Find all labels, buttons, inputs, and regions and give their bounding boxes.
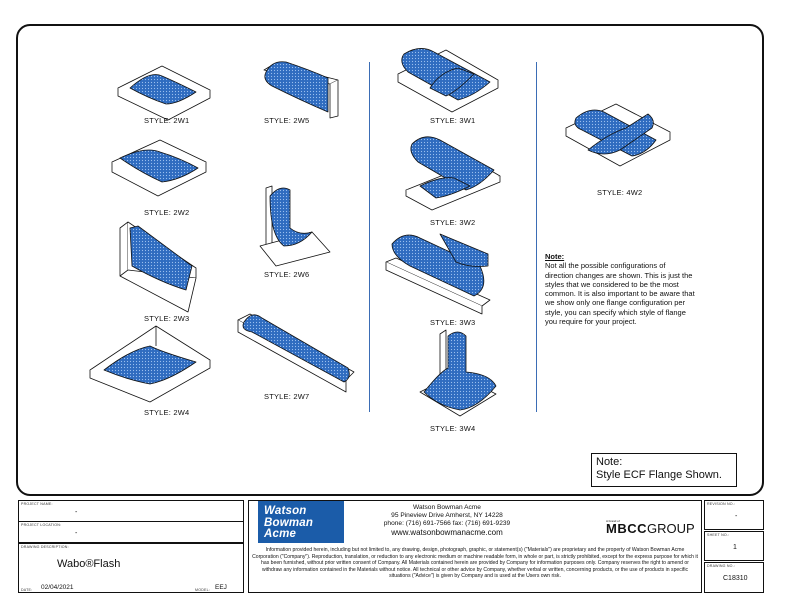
drawing-description-label: DRAWING DESCRIPTION:	[21, 545, 69, 549]
label-style-3w1: STYLE: 3W1	[430, 116, 476, 125]
project-location-box: PROJECT LOCATION: -	[18, 521, 244, 543]
label-style-2w3: STYLE: 2W3	[144, 314, 190, 323]
label-style-2w1: STYLE: 2W1	[144, 116, 190, 125]
project-location-label: PROJECT LOCATION:	[21, 523, 62, 527]
note-heading: Note:	[545, 252, 565, 261]
project-name-box: PROJECT NAME: -	[18, 500, 244, 522]
group-logo-text: GROUP	[647, 521, 695, 536]
company-street: 95 Pineview Drive Amherst, NY 14228	[391, 512, 503, 520]
company-website[interactable]: www.watsonbowmanacme.com	[391, 527, 503, 537]
configuration-note: Note: Not all the possible configuration…	[545, 252, 695, 326]
date-label: DATE:	[21, 588, 33, 592]
company-address: Watson Bowman Acme 95 Pineview Drive Amh…	[352, 504, 542, 537]
model-label: MODEL:	[195, 588, 210, 592]
style-3w2-figure	[405, 136, 501, 211]
flange-style-note: Note: Style ECF Flange Shown.	[591, 453, 737, 487]
column-divider-1	[369, 62, 370, 412]
project-name: -	[75, 509, 78, 516]
column-divider-2	[536, 62, 537, 412]
style-2w7-figure	[237, 313, 355, 393]
sheet-value: 1	[733, 544, 737, 551]
style-2w2-figure	[111, 139, 207, 197]
style-3w3-figure	[385, 233, 491, 315]
note-body: Not all the possible configurations of d…	[545, 261, 695, 327]
style-2w1-figure	[117, 65, 211, 121]
flange-note-line1: Note:	[596, 456, 623, 468]
style-4w2-figure	[565, 103, 671, 167]
group-tagline: A brand of	[606, 519, 620, 523]
revision-value: -	[735, 513, 738, 520]
sheet-label: SHEET NO.:	[707, 533, 730, 537]
flange-note-line2: Style ECF Flange Shown.	[596, 469, 722, 481]
label-style-3w4: STYLE: 3W4	[430, 424, 476, 433]
disclaimer-text: Information provided herein, including b…	[252, 547, 698, 580]
logo-line2: Bowman	[264, 516, 314, 529]
style-3w4-figure	[419, 329, 497, 417]
revision-box: REVISION NO.: -	[704, 500, 764, 530]
project-name-label: PROJECT NAME:	[21, 502, 53, 506]
label-style-3w2: STYLE: 3W2	[430, 218, 476, 227]
group-logo: MBCCGROUP	[606, 521, 695, 536]
date-value: 02/04/2021	[41, 584, 74, 591]
logo-line1: Watson	[264, 505, 307, 517]
project-location: -	[75, 530, 78, 537]
style-2w3-figure	[119, 221, 197, 313]
drawing-number-label: DRAWING NO.:	[707, 564, 736, 568]
sheet-box: SHEET NO.: 1	[704, 531, 764, 561]
company-phone: phone: (716) 691-7566 fax: (716) 691-923…	[383, 520, 511, 528]
label-style-2w7: STYLE: 2W7	[264, 392, 310, 401]
drawing-number-box: DRAWING NO.: C18310	[704, 562, 764, 593]
company-logo: Watson Bowman Acme	[258, 501, 344, 543]
company-info-box	[248, 500, 702, 593]
revision-label: REVISION NO.:	[707, 502, 736, 506]
drawing-description: Wabo®Flash	[57, 558, 121, 570]
label-style-2w2: STYLE: 2W2	[144, 208, 190, 217]
style-2w6-figure	[259, 185, 331, 267]
drawing-number: C18310	[723, 575, 748, 582]
logo-line3: Acme	[264, 528, 297, 540]
drawing-description-box: DRAWING DESCRIPTION: Wabo®Flash DATE: 02…	[18, 543, 244, 593]
label-style-3w3: STYLE: 3W3	[430, 318, 476, 327]
drawing-frame	[16, 24, 764, 496]
label-style-2w4: STYLE: 2W4	[144, 408, 190, 417]
style-2w4-figure	[89, 325, 211, 403]
label-style-4w2: STYLE: 4W2	[597, 188, 643, 197]
group-logo-bold: MBCC	[606, 521, 647, 536]
model-value: EEJ	[215, 584, 227, 591]
label-style-2w5: STYLE: 2W5	[264, 116, 310, 125]
style-3w1-figure	[397, 48, 499, 113]
style-2w5-figure	[263, 61, 339, 119]
company-name: Watson Bowman Acme	[413, 504, 481, 511]
label-style-2w6: STYLE: 2W6	[264, 270, 310, 279]
